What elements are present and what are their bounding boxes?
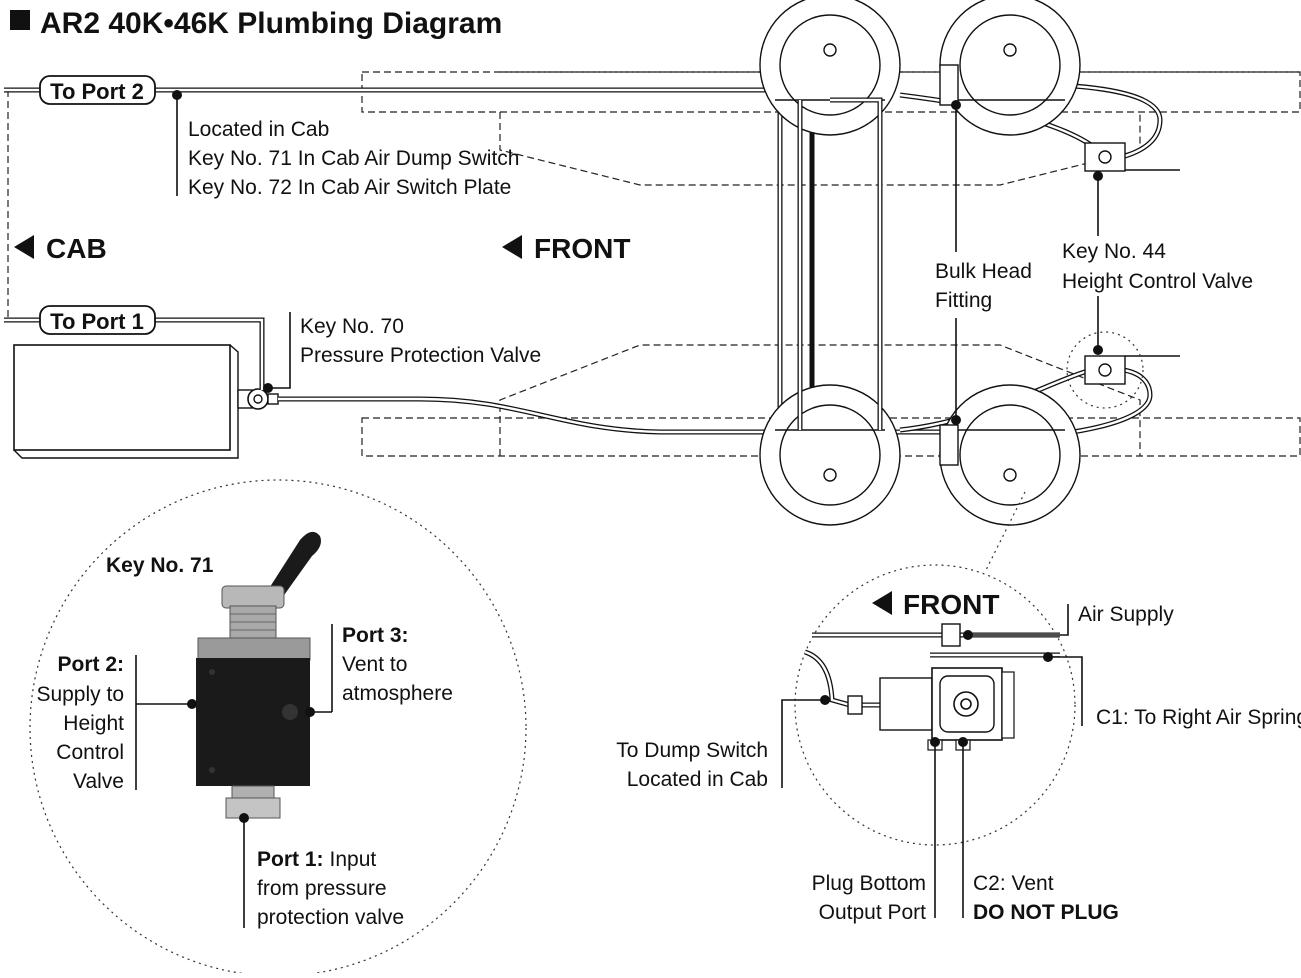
valve-detail-marker-circle bbox=[1066, 331, 1144, 409]
height-control-valve-detail bbox=[804, 623, 1060, 751]
switch-detail-circle bbox=[29, 479, 527, 977]
port2-label: Port 2: bbox=[57, 653, 124, 676]
port3-line2: atmosphere bbox=[342, 682, 453, 705]
wheel-rear-bottom bbox=[939, 384, 1081, 526]
wheel-rear-top bbox=[939, 0, 1081, 136]
port2-line4: Valve bbox=[73, 770, 124, 793]
dump-switch-line1: To Dump Switch bbox=[616, 739, 768, 762]
square-bullet-icon bbox=[10, 10, 30, 30]
port3-label: Port 3: bbox=[342, 624, 409, 647]
plug-bottom-line1: Plug Bottom bbox=[812, 872, 926, 895]
left-triangle-icon bbox=[14, 235, 34, 259]
pressure-valve-line1: Key No. 70 bbox=[300, 315, 404, 338]
diagram-title: AR2 40K•46K Plumbing Diagram bbox=[40, 7, 502, 40]
bulk-head-line2: Fitting bbox=[935, 289, 992, 312]
height-control-valve-bottom bbox=[1084, 355, 1126, 385]
cross-members bbox=[797, 64, 959, 466]
wheel-front-bottom bbox=[759, 384, 901, 526]
c2-line1: C2: Vent bbox=[973, 872, 1054, 895]
port2-line2: Height bbox=[63, 712, 124, 735]
dump-switch-line2: Located in Cab bbox=[627, 768, 768, 791]
front-direction-label: FRONT bbox=[534, 233, 630, 264]
to-port-2-box: To Port 2 bbox=[39, 75, 156, 105]
cab-location-line2: Key No. 71 In Cab Air Dump Switch bbox=[188, 147, 519, 170]
c2-line2: DO NOT PLUG bbox=[973, 901, 1119, 924]
to-port-1-box: To Port 1 bbox=[39, 305, 156, 335]
port1-first-line: Port 1:Input bbox=[257, 848, 376, 871]
air-dump-switch-image bbox=[196, 531, 321, 819]
height-control-valve-top bbox=[1084, 142, 1126, 172]
cab-direction-label: CAB bbox=[46, 233, 107, 264]
plug-bottom-line2: Output Port bbox=[819, 901, 927, 924]
pressure-valve-line2: Pressure Protection Valve bbox=[300, 344, 541, 367]
svg-text:To Port 2: To Port 2 bbox=[50, 79, 144, 104]
air-supply-label: Air Supply bbox=[1078, 603, 1174, 626]
port2-line1: Supply to bbox=[36, 683, 124, 706]
left-triangle-icon bbox=[872, 591, 892, 615]
svg-text:To Port 1: To Port 1 bbox=[50, 309, 144, 334]
valve-detail-circle bbox=[794, 564, 1076, 846]
height-valve-line1: Key No. 44 bbox=[1062, 240, 1166, 263]
port1-line3: protection valve bbox=[257, 906, 404, 929]
left-triangle-icon bbox=[502, 235, 522, 259]
pressure-protection-valve bbox=[237, 388, 279, 410]
cab-location-line1: Located in Cab bbox=[188, 118, 329, 141]
height-valve-line2: Height Control Valve bbox=[1062, 270, 1253, 293]
bulk-head-line1: Bulk Head bbox=[935, 260, 1032, 283]
c1-label: C1: To Right Air Spring bbox=[1096, 706, 1301, 729]
switch-key-label: Key No. 71 bbox=[106, 554, 214, 577]
port3-line1: Vent to bbox=[342, 653, 407, 676]
port1-line2: from pressure bbox=[257, 877, 387, 900]
valve-front-label: FRONT bbox=[903, 589, 999, 620]
port2-line3: Control bbox=[56, 741, 124, 764]
air-tank bbox=[13, 344, 239, 459]
cab-location-line3: Key No. 72 In Cab Air Switch Plate bbox=[188, 176, 511, 199]
